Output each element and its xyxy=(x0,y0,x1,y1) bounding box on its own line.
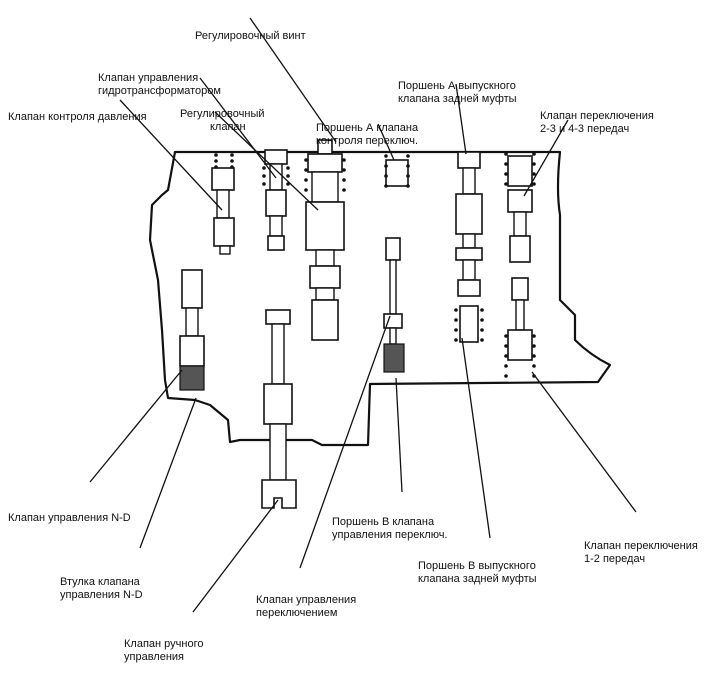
rear-clutch-exhaust-valve xyxy=(455,151,483,343)
shift-control-valve xyxy=(383,237,405,373)
pressure-valve-spring xyxy=(214,153,234,169)
label-pressure-control-valve: Клапан контроля давления xyxy=(8,111,147,123)
valve-body-diagram xyxy=(89,17,637,613)
piston-a-spring xyxy=(384,154,410,188)
regulator-valve xyxy=(305,139,345,341)
leader-lines xyxy=(89,17,637,613)
piston-a-shift-control xyxy=(385,159,409,187)
shift-valve-12 xyxy=(507,277,533,361)
label-nd-control-valve: Клапан управления N-D xyxy=(8,512,131,524)
pressure-control-valve xyxy=(211,167,235,255)
rear-clutch-spring xyxy=(454,308,484,342)
torque-converter-valve xyxy=(264,149,288,251)
shift-valve-23-43 xyxy=(507,155,533,263)
label-adjusting-screw: Регулировочный винт xyxy=(195,30,306,42)
shift-valve-23-43-spring xyxy=(504,152,536,186)
regulator-valve-spring xyxy=(304,158,346,192)
valve-body-outline xyxy=(148,150,612,447)
manual-valve xyxy=(261,309,297,509)
nd-control-valve xyxy=(179,269,205,391)
